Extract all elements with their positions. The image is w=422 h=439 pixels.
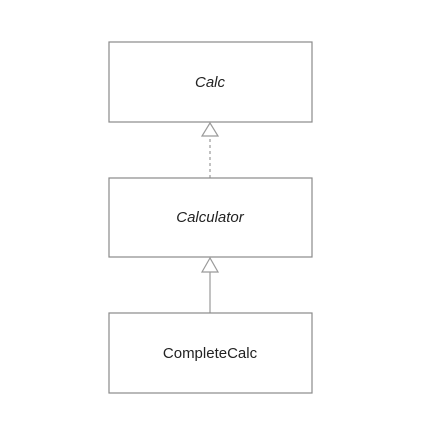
class-completecalc-box — [108, 312, 313, 394]
class-calculator-label: Calculator — [176, 209, 245, 226]
class-calc: Calc — [108, 41, 313, 123]
class-completecalc: CompleteCalc — [108, 312, 313, 394]
class-calculator-box — [108, 177, 313, 258]
class-completecalc-label: CompleteCalc — [163, 345, 258, 362]
hollow-triangle-arrowhead — [200, 121, 220, 137]
class-calc-label: Calc — [195, 74, 226, 91]
relation-calculator-realizes-calc — [200, 121, 220, 178]
class-calculator: Calculator — [108, 177, 313, 258]
class-calc-box — [108, 41, 313, 123]
relation-completecalc-extends-calculator — [200, 256, 220, 313]
hollow-triangle-arrowhead — [200, 256, 220, 273]
